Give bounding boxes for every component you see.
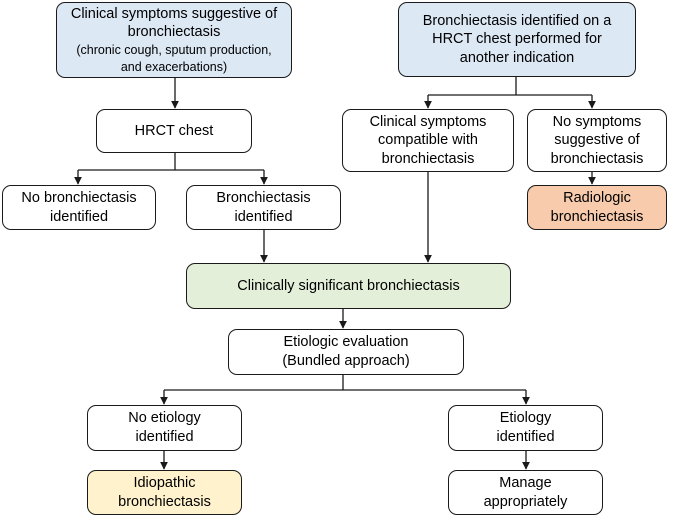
clinical-symptoms-line-1: Clinical symptoms suggestive of <box>70 5 278 22</box>
box-hrct-other-indication: Bronchiectasis identified on a HRCT ches… <box>398 2 636 77</box>
clinically-significant-label: Clinically significant bronchiectasis <box>237 277 460 294</box>
hrct-other-line-1: Bronchiectasis identified on a <box>422 12 612 29</box>
symptoms-compatible-line-1: Clinical symptoms <box>369 113 487 130</box>
etiology-identified-line-2: identified <box>496 429 555 445</box>
no-symptoms-line-2: suggestive of <box>554 132 640 149</box>
idiopathic-line-1: Idiopathic <box>133 474 196 491</box>
box-manage-appropriately: Manage appropriately <box>448 470 603 515</box>
no-etiology-line-1: No etiology <box>128 410 201 427</box>
hrct-other-line-3: another indication <box>459 49 575 66</box>
no-etiology-line-2: identified <box>135 429 194 445</box>
box-clinical-symptoms: Clinical symptoms suggestive of bronchie… <box>56 2 292 78</box>
no-bronch-line-2: identified <box>49 208 109 225</box>
box-symptoms-compatible: Clinical symptoms compatible with bronch… <box>342 109 514 172</box>
hrct-chest-label: HRCT chest <box>134 122 214 139</box>
box-bronchiectasis-identified: Bronchiectasis identified <box>186 185 341 230</box>
clinical-symptoms-line-2: bronchiectasis <box>127 24 221 41</box>
box-hrct-chest: HRCT chest <box>96 109 252 153</box>
box-idiopathic-bronchiectasis: Idiopathic bronchiectasis <box>87 470 242 515</box>
no-symptoms-line-1: No symptoms <box>552 113 642 130</box>
manage-line-1: Manage <box>499 474 552 491</box>
box-etiology-identified: Etiology identified <box>448 405 603 451</box>
box-etiologic-evaluation: Etiologic evaluation (Bundled approach) <box>228 329 464 375</box>
hrct-other-line-2: HRCT chest performed for <box>432 31 602 48</box>
clinical-symptoms-detail-1: (chronic cough, sputum production, <box>76 42 272 57</box>
box-no-etiology: No etiology identified <box>87 405 242 451</box>
bronch-identified-line-2: identified <box>234 208 293 225</box>
radiologic-line-2: bronchiectasis <box>550 208 644 225</box>
no-symptoms-line-3: bronchiectasis <box>550 150 644 167</box>
etiology-identified-line-1: Etiology <box>499 410 552 427</box>
bronch-identified-line-1: Bronchiectasis <box>216 189 311 206</box>
etiologic-eval-line-2: (Bundled approach) <box>282 353 410 369</box>
box-no-bronchiectasis-identified: No bronchiectasis identified <box>2 185 156 230</box>
no-bronch-line-1: No bronchiectasis <box>21 189 137 206</box>
box-no-symptoms: No symptoms suggestive of bronchiectasis <box>527 109 667 172</box>
idiopathic-line-2: bronchiectasis <box>118 493 211 510</box>
etiologic-eval-line-1: Etiologic evaluation <box>283 334 409 351</box>
clinical-symptoms-detail-2: and exacerbations) <box>120 59 228 74</box>
box-radiologic-bronchiectasis: Radiologic bronchiectasis <box>527 185 667 230</box>
box-clinically-significant: Clinically significant bronchiectasis <box>186 263 511 309</box>
symptoms-compatible-line-3: bronchiectasis <box>381 150 475 167</box>
manage-line-2: appropriately <box>483 493 568 510</box>
radiologic-line-1: Radiologic <box>563 189 631 206</box>
symptoms-compatible-line-2: compatible with <box>378 132 478 149</box>
